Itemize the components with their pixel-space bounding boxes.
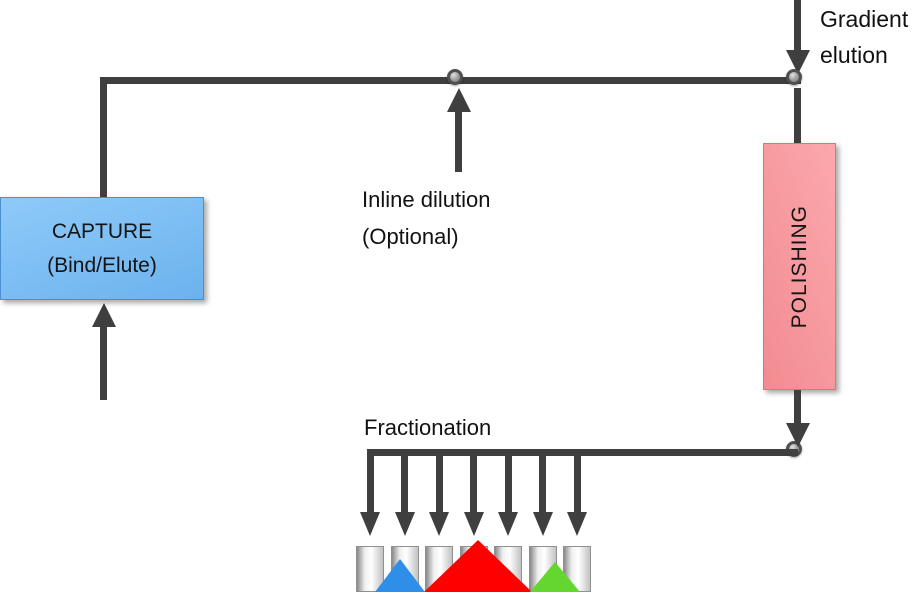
- connector-dot-gradient: [786, 69, 802, 85]
- fractionation-header-line: [367, 449, 798, 456]
- fraction-arrow-head-icon: [533, 512, 553, 536]
- fraction-arrow-stem: [574, 452, 581, 512]
- polishing-outlet-stem: [794, 390, 801, 423]
- inline-dilution-label: Inline dilution (Optional): [362, 181, 490, 255]
- fractionation-label: Fractionation: [364, 415, 492, 440]
- fraction-arrow-head-icon: [395, 512, 415, 536]
- fraction-arrow-head-icon: [567, 512, 587, 536]
- fraction-arrow-stem: [539, 452, 546, 512]
- capture-label-line1: CAPTURE: [51, 219, 153, 243]
- gradient-elution-line: [794, 0, 801, 50]
- fraction-arrow-head-icon: [498, 512, 518, 536]
- fraction-arrow-head-icon: [464, 512, 484, 536]
- inline-dilution-label-line1: Inline dilution: [362, 187, 491, 212]
- gradient-elution-label-line2: elution: [820, 42, 888, 68]
- connector-dot-inline-dilution: [447, 69, 463, 85]
- inline-dilution-arrow-stem: [455, 112, 462, 172]
- capture-label-line2: (Bind/Elute): [47, 253, 157, 277]
- polishing-step-box: POLISHING: [763, 143, 836, 390]
- fraction-arrow-stem: [436, 452, 443, 512]
- chromatogram-peak-green: [530, 562, 580, 592]
- fraction-arrow-stem: [401, 452, 408, 512]
- gradient-elution-label: Gradient elution: [820, 1, 908, 73]
- feed-arrow-head-icon: [92, 303, 116, 327]
- capture-step-box: CAPTURE (Bind/Elute): [0, 197, 204, 300]
- gradient-elution-label-line1: Gradient: [820, 6, 909, 32]
- feed-arrow-stem: [100, 327, 107, 400]
- fraction-arrow-stem: [367, 452, 374, 512]
- chromatogram-peak-blue: [375, 559, 425, 592]
- inline-dilution-arrow-head-icon: [447, 88, 471, 112]
- polishing-label: POLISHING: [787, 204, 811, 329]
- polishing-outlet-arrow-head-icon: [786, 423, 810, 447]
- manifold-to-polishing-line: [794, 88, 801, 145]
- fraction-arrow-head-icon: [360, 512, 380, 536]
- fraction-arrow-stem: [470, 452, 477, 512]
- fraction-arrow-stem: [505, 452, 512, 512]
- chromatogram-peak-red: [424, 540, 532, 592]
- capture-to-manifold-line: [100, 77, 107, 197]
- fraction-arrow-head-icon: [429, 512, 449, 536]
- inline-dilution-label-line2: (Optional): [362, 224, 459, 249]
